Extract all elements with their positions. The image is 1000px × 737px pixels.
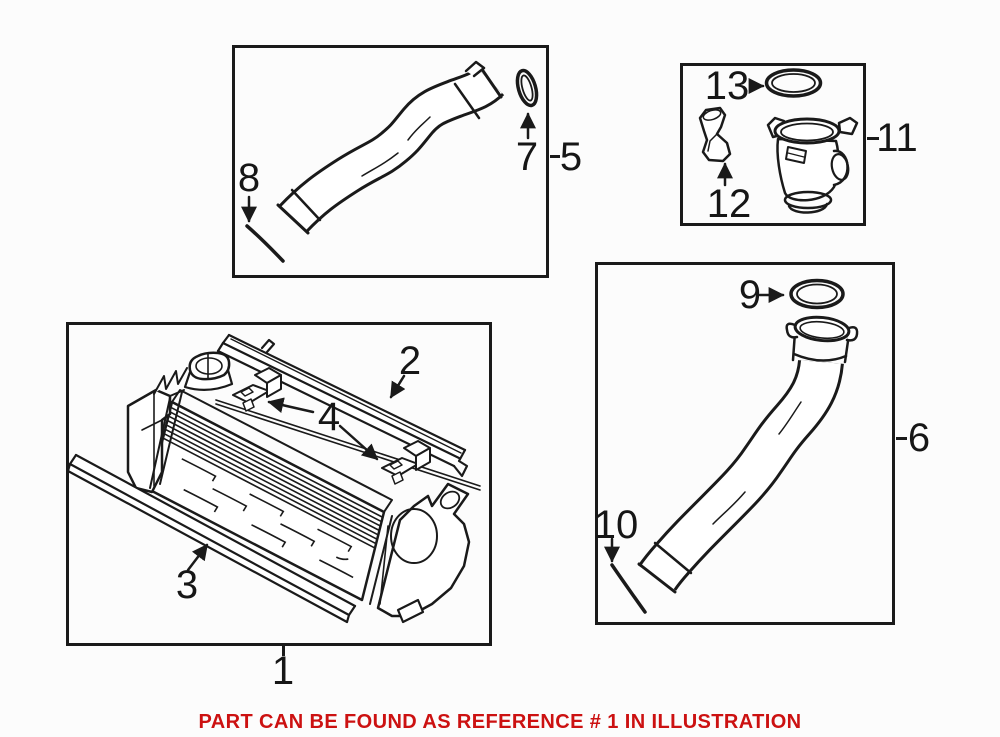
- leader-tick-6: [896, 437, 907, 440]
- upper-hose-panel: [232, 45, 549, 278]
- o-ring-13: [764, 68, 823, 98]
- air-duct-body-11: [766, 116, 859, 214]
- charge-air-hose-lower: [637, 315, 859, 594]
- o-ring-9: [789, 278, 845, 310]
- intercooler-panel: [66, 322, 492, 646]
- intercooler-drawing: [66, 333, 481, 624]
- callout-2-arrow: [389, 374, 406, 399]
- seal-strip-10: [610, 563, 647, 614]
- clip-bracket-4a: [232, 367, 282, 412]
- right-end-tank: [369, 482, 471, 624]
- callout-11: 11: [876, 116, 918, 160]
- air-duct-drawing: [698, 68, 859, 214]
- left-end-tank: [126, 351, 234, 494]
- clip-bracket-4b: [381, 440, 431, 485]
- callout-6: 6: [907, 416, 931, 460]
- o-ring-7: [515, 68, 539, 108]
- lower-hose-panel: [595, 262, 895, 625]
- callout-10: 10: [593, 503, 639, 547]
- mounting-rail-top: [216, 333, 469, 478]
- callout-8: 8: [237, 156, 261, 200]
- callout-2: 2: [398, 339, 422, 383]
- callout-13: 13: [704, 64, 750, 108]
- callout-3-arrow: [186, 543, 209, 572]
- rear-frame-rail: [215, 399, 481, 491]
- callout-7: 7: [515, 135, 539, 179]
- leader-tick-5: [550, 155, 560, 158]
- callout-4: 4: [317, 395, 341, 439]
- leader-tick-11: [867, 137, 879, 140]
- mounting-rail-bottom: [66, 453, 357, 624]
- reference-note: PART CAN BE FOUND AS REFERENCE # 1 IN IL…: [198, 711, 802, 733]
- seal-strip-8: [245, 224, 285, 263]
- callout-1: 1: [271, 649, 295, 693]
- air-duct-panel: [680, 63, 866, 226]
- lower-hose-drawing: [604, 278, 859, 614]
- callout-5: 5: [559, 135, 583, 179]
- callout-12: 12: [706, 182, 752, 226]
- callout-4b-arrow: [338, 424, 379, 461]
- elbow-duct-12: [698, 106, 732, 163]
- callout-9: 9: [738, 273, 762, 317]
- callout-3: 3: [175, 563, 199, 607]
- charge-air-hose: [276, 60, 505, 235]
- leader-tick-1: [282, 644, 285, 656]
- upper-hose-drawing: [241, 60, 539, 263]
- callout-4a-arrow: [267, 397, 315, 414]
